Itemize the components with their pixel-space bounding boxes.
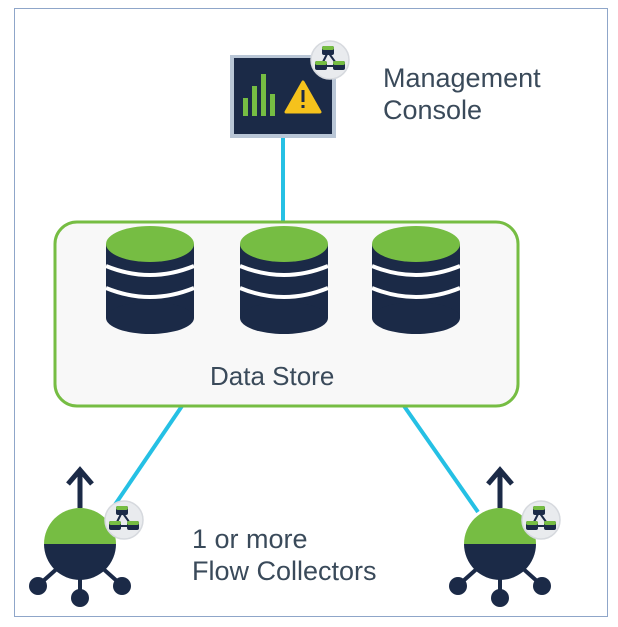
database-icon-2 — [238, 224, 330, 336]
collector-left-badge-icon — [104, 500, 144, 540]
management-console-label: Management Console — [383, 62, 541, 126]
flow-collector-left — [29, 470, 131, 607]
console-badge-icon — [310, 40, 350, 80]
database-icon-1 — [104, 224, 196, 336]
diagram-frame — [14, 8, 608, 617]
flow-collectors-label: 1 or more Flow Collectors — [192, 523, 377, 587]
warning-triangle-icon — [284, 80, 322, 114]
management-console — [230, 55, 336, 138]
flow-collectors-label-line1: 1 or more — [192, 524, 308, 554]
collector-right-badge-icon — [521, 500, 561, 540]
management-console-label-line2: Console — [383, 95, 483, 125]
link-datastore-collector-right — [402, 404, 480, 514]
data-store-label: Data Store — [210, 361, 335, 391]
link-datastore-collector-left — [108, 404, 184, 514]
database-icon-3 — [370, 224, 462, 336]
bar-chart-icon — [243, 74, 275, 116]
management-console-label-line1: Management — [383, 63, 541, 93]
flow-collectors-label-line2: Flow Collectors — [192, 556, 377, 586]
